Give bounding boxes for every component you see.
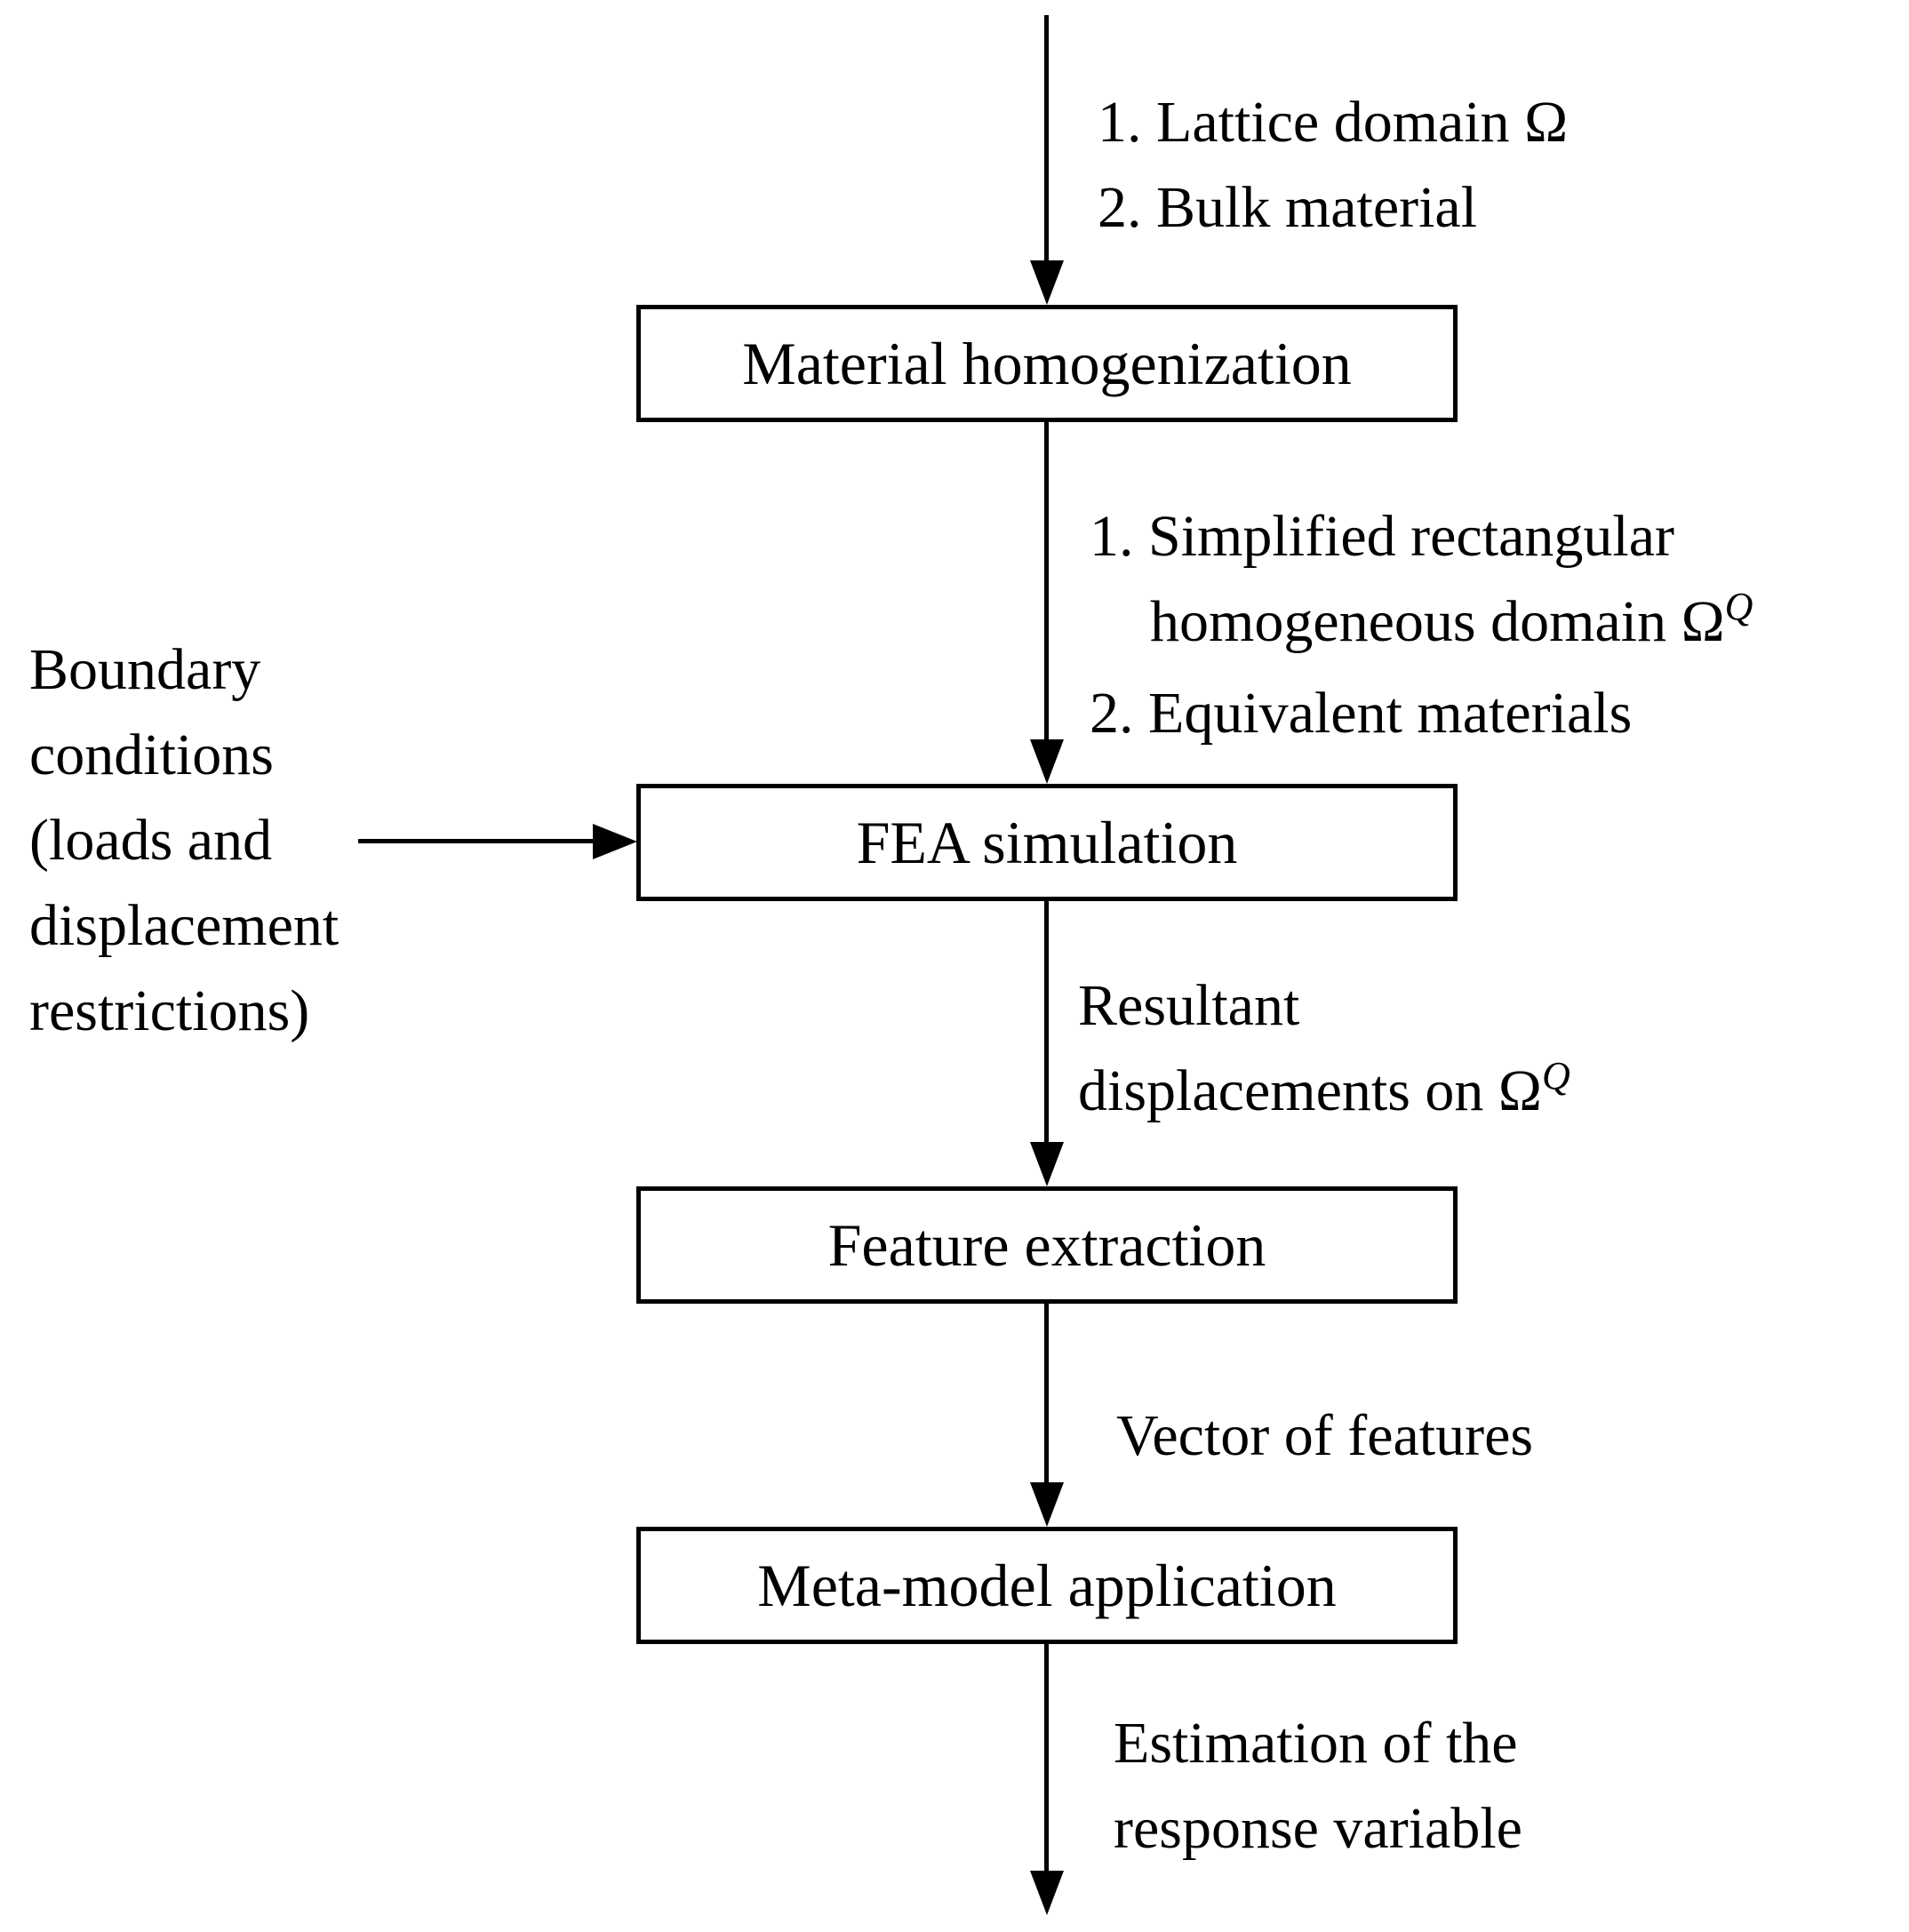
arrowhead-down-icon [1030,1871,1064,1915]
arrow-line [1044,1304,1049,1484]
annotation-feature-output: Vector of features [1116,1393,1533,1479]
annotation-line: Resultant [1078,973,1300,1038]
node-fea-simulation: FEA simulation [636,784,1458,901]
annotation-final-output: Estimation of the response variable [1114,1701,1522,1872]
annotation-fea-output: Resultant displacements on ΩQ [1078,963,1570,1140]
node-meta-model-application: Meta-model application [636,1527,1458,1644]
annotation-line: 2. Equivalent materials [1090,681,1633,746]
node-material-homogenization: Material homogenization [636,305,1458,422]
arrowhead-down-icon [1030,260,1064,305]
annotation-line: conditions [29,723,274,787]
annotation-line: Boundary [29,637,261,702]
annotation-line: restrictions) [29,978,310,1043]
arrowhead-down-icon [1030,739,1064,784]
annotation-homogenization-output: 1. Simplified rectangular homogeneous do… [1090,494,1753,756]
annotation-boundary-conditions: Boundary conditions (loads and displacem… [29,627,339,1054]
annotation-text: displacements on Ω [1078,1058,1542,1123]
annotation-line: 1. Lattice domain Ω [1098,90,1569,155]
arrow-line [1044,422,1049,741]
annotation-line: displacement [29,893,339,958]
arrowhead-down-icon [1030,1482,1064,1527]
node-feature-extraction: Feature extraction [636,1186,1458,1304]
annotation-line: displacements on ΩQ [1078,1049,1570,1140]
omega-superscript: Q [1724,585,1753,628]
node-label: Material homogenization [742,329,1352,397]
node-label: FEA simulation [856,808,1238,876]
arrowhead-down-icon [1030,1142,1064,1186]
arrow-line [1044,15,1049,262]
annotation-line: 2. Bulk material [1098,175,1478,240]
omega-superscript: Q [1541,1054,1570,1098]
arrow-line [358,839,595,843]
node-label: Meta-model application [757,1551,1337,1619]
annotation-line: Vector of features [1116,1403,1534,1468]
annotation-line: Estimation of the [1114,1711,1518,1776]
arrow-line [1044,1644,1049,1872]
annotation-top-input: 1. Lattice domain Ω 2. Bulk material [1098,80,1568,251]
annotation-line: (loads and [29,808,273,873]
arrowhead-right-icon [593,824,637,859]
arrow-line [1044,901,1049,1144]
node-label: Feature extraction [827,1210,1266,1279]
annotation-line: homogeneous domain ΩQ [1090,579,1753,671]
annotation-line: 1. Simplified rectangular [1090,504,1674,569]
annotation-line: response variable [1114,1796,1522,1861]
annotation-text: homogeneous domain Ω [1150,589,1725,654]
